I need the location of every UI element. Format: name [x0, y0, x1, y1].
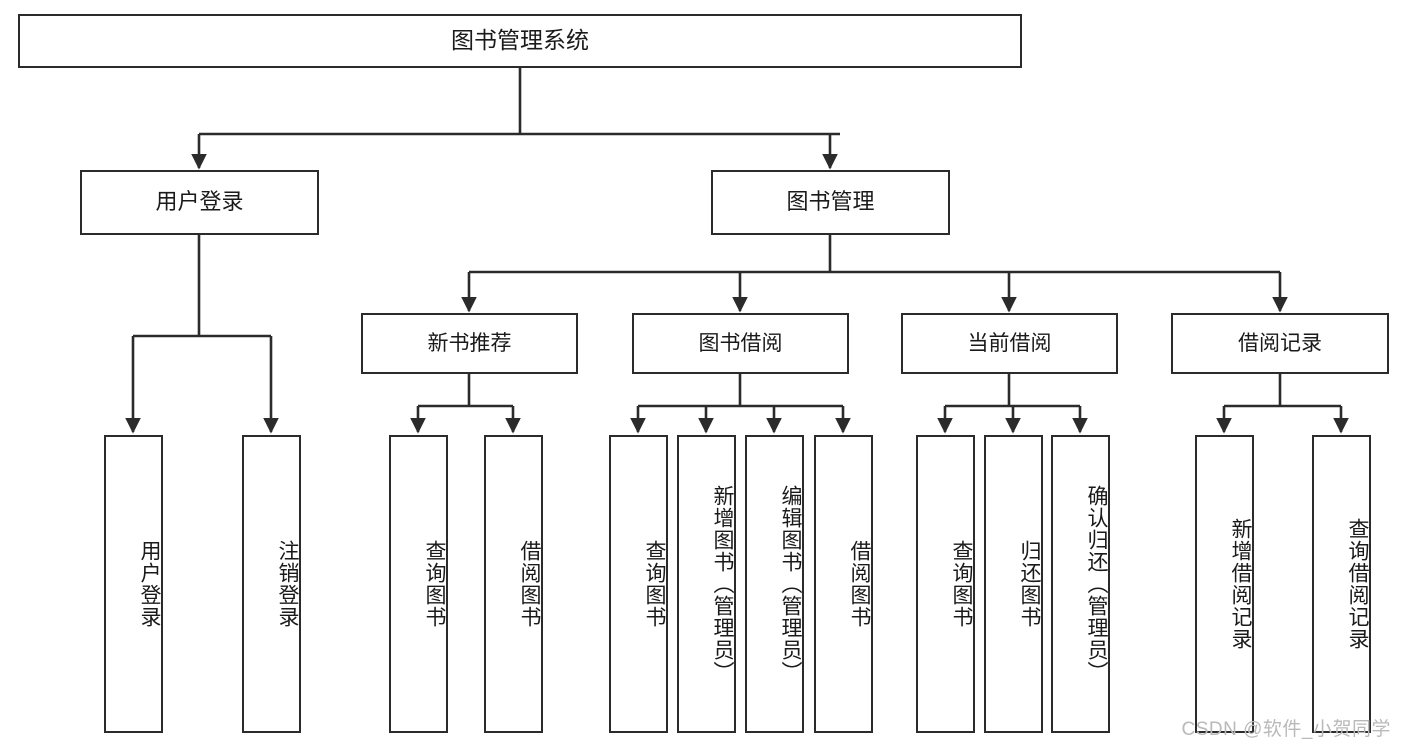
node-user-login-label: 用户登录 — [155, 189, 244, 215]
leaf-label: 查询图书 — [423, 540, 446, 628]
leaf-label: 查询图书 — [950, 540, 973, 628]
leaf-label: 查询图书 — [643, 540, 666, 628]
leaf-book-borrow-edit[interactable]: 编辑图书（管理员） — [745, 435, 804, 733]
leaf-current-borrow-return[interactable]: 归还图书 — [984, 435, 1043, 733]
leaf-label: 编辑图书（管理员） — [779, 485, 802, 683]
node-user-login[interactable]: 用户登录 — [80, 170, 319, 235]
leaf-label: 借阅图书 — [518, 540, 541, 628]
leaf-label: 新增图书（管理员） — [711, 485, 734, 683]
node-borrow-record-label: 借阅记录 — [1238, 331, 1322, 355]
leaf-label: 查询借阅记录 — [1346, 518, 1369, 650]
node-book-borrow-label: 图书借阅 — [698, 331, 783, 355]
leaf-label: 用户登录 — [138, 540, 161, 628]
leaf-new-book-query[interactable]: 查询图书 — [389, 435, 448, 733]
leaf-label: 确认归还（管理员） — [1085, 485, 1108, 683]
leaf-book-borrow-query[interactable]: 查询图书 — [609, 435, 668, 733]
node-current-borrow-label: 当前借阅 — [967, 331, 1052, 355]
leaf-book-borrow-lend[interactable]: 借阅图书 — [814, 435, 873, 733]
node-current-borrow[interactable]: 当前借阅 — [901, 313, 1118, 374]
node-new-book-recommend[interactable]: 新书推荐 — [361, 313, 578, 374]
leaf-label: 新增借阅记录 — [1229, 518, 1252, 650]
leaf-book-borrow-add[interactable]: 新增图书（管理员） — [677, 435, 736, 733]
leaf-current-borrow-confirm[interactable]: 确认归还（管理员） — [1051, 435, 1110, 733]
leaf-borrow-record-add[interactable]: 新增借阅记录 — [1195, 435, 1254, 733]
node-borrow-record[interactable]: 借阅记录 — [1171, 313, 1389, 374]
leaf-label: 归还图书 — [1018, 540, 1041, 628]
leaf-borrow-record-query[interactable]: 查询借阅记录 — [1312, 435, 1371, 733]
node-root-label: 图书管理系统 — [451, 27, 589, 54]
leaf-label: 注销登录 — [276, 540, 299, 628]
node-book-manage-label: 图书管理 — [786, 189, 875, 215]
leaf-user-login-signin[interactable]: 用户登录 — [104, 435, 163, 733]
leaf-user-login-signout[interactable]: 注销登录 — [242, 435, 301, 733]
node-root[interactable]: 图书管理系统 — [18, 14, 1022, 68]
node-new-book-recommend-label: 新书推荐 — [427, 331, 512, 355]
node-book-borrow[interactable]: 图书借阅 — [632, 313, 849, 374]
leaf-new-book-borrow[interactable]: 借阅图书 — [484, 435, 543, 733]
node-book-manage[interactable]: 图书管理 — [711, 170, 950, 235]
leaf-label: 借阅图书 — [848, 540, 871, 628]
leaf-current-borrow-query[interactable]: 查询图书 — [916, 435, 975, 733]
